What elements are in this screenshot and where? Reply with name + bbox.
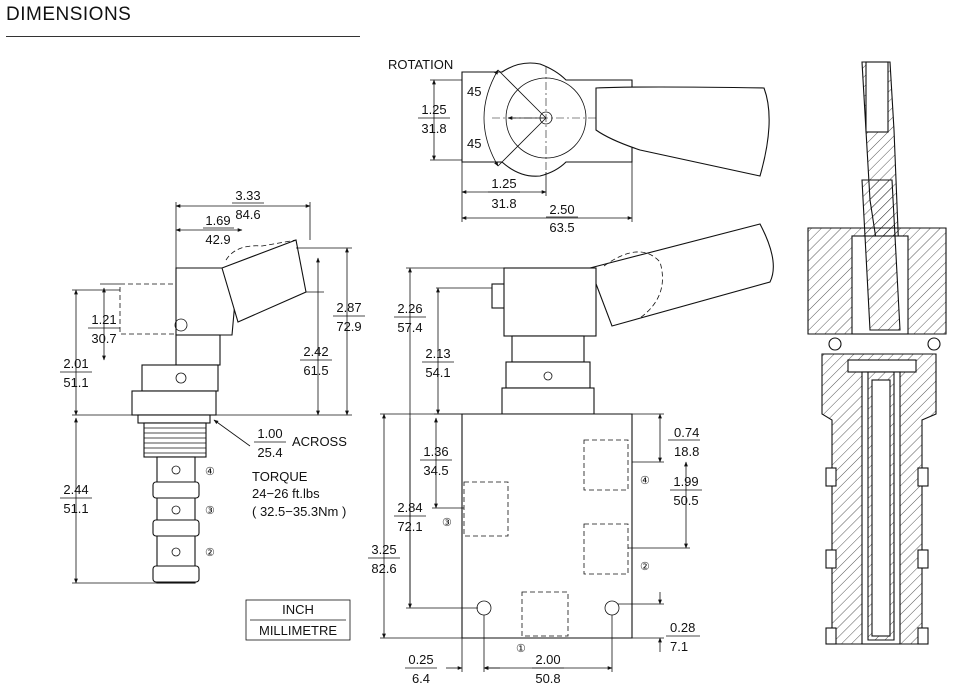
angle-upper: 45 [467, 84, 481, 99]
dim-front-port-span-mm: 50.5 [673, 493, 698, 508]
dim-height-total-inch: 2.87 [336, 300, 361, 315]
dim-front-top-mm: 57.4 [397, 320, 422, 335]
front-block [461, 413, 633, 639]
dim-front-holes-mm: 50.8 [535, 671, 560, 686]
rotation-label: ROTATION [388, 57, 453, 72]
front-view: ③ ④ ② ① 2.26 57.4 2.13 54.1 1.36 34.5 2.… [368, 223, 774, 686]
legend-inch: INCH [282, 602, 314, 617]
dim-front-port4-mm: 18.8 [674, 444, 699, 459]
o-ring-3 [152, 519, 200, 537]
dim-top-center-mm: 31.8 [491, 196, 516, 211]
dim-height-handle-mm: 61.5 [303, 363, 328, 378]
side-port-4: ④ [205, 466, 215, 478]
dim-front-top-inch: 2.26 [397, 301, 422, 316]
pin [174, 318, 188, 332]
dim-overall-width-inch: 3.33 [235, 188, 260, 203]
dim-cartridge-length-inch: 2.44 [63, 482, 88, 497]
dim-top-height-inch: 1.25 [421, 102, 446, 117]
side-view: 3.33 84.6 1.69 42.9 2.87 72.9 2.42 61.5 … [60, 188, 365, 584]
dim-front-bottom-inch: 0.28 [670, 620, 695, 635]
dim-front-block-mm: 82.6 [371, 561, 396, 576]
dim-front-valve-inch: 2.13 [425, 346, 450, 361]
dim-handle-rise-inch: 1.21 [91, 312, 116, 327]
top-view: ROTATION 45 45 1.25 31.8 1.25 31.8 2.50 … [388, 57, 770, 235]
dim-front-port-center-inch: 2.84 [397, 500, 422, 515]
hex-body [131, 390, 217, 416]
dim-top-height-mm: 31.8 [421, 121, 446, 136]
torque-value: 24−26 ft.lbs [252, 486, 320, 501]
dim-front-edge-mm: 6.4 [412, 671, 430, 686]
dim-overall-width-mm: 84.6 [235, 207, 260, 222]
section-view [807, 61, 947, 645]
section-stem-bore [865, 61, 889, 133]
dim-front-edge-inch: 0.25 [408, 652, 433, 667]
dim-front-port3-mm: 34.5 [423, 463, 448, 478]
front-handle-alt [603, 251, 663, 319]
torque-metric: ( 32.5−35.3Nm ) [252, 504, 346, 519]
hex-shoulder [137, 414, 211, 424]
dim-front-bottom-mm: 7.1 [670, 639, 688, 654]
handle-head [175, 267, 237, 336]
front-collar [511, 335, 585, 363]
legend-mm: MILLIMETRE [259, 623, 337, 638]
front-nut [505, 361, 591, 389]
o-ring-2 [152, 565, 200, 583]
front-port-1: ① [516, 643, 526, 655]
dim-cartridge-length-mm: 51.1 [63, 501, 88, 516]
nut-pin [175, 372, 187, 384]
dim-hex-mm: 25.4 [257, 445, 282, 460]
front-handle [589, 223, 774, 327]
dim-handle-offset-inch: 1.69 [205, 213, 230, 228]
section-spool-core [871, 379, 891, 637]
hex-across-label: ACROSS [292, 434, 347, 449]
angle-lower: 45 [467, 136, 481, 151]
nut [141, 364, 219, 392]
page-title: DIMENSIONS [6, 4, 132, 25]
dim-front-block-inch: 3.25 [371, 542, 396, 557]
front-port-3: ③ [442, 517, 452, 529]
dim-top-width-inch: 2.50 [549, 202, 574, 217]
dim-front-valve-mm: 54.1 [425, 365, 450, 380]
dim-body-height-inch: 2.01 [63, 356, 88, 371]
dim-height-total-mm: 72.9 [336, 319, 361, 334]
thread-lines [144, 427, 206, 454]
front-port-2: ② [640, 561, 650, 573]
side-port-3: ③ [205, 505, 215, 517]
top-handle [595, 86, 770, 177]
torque-title: TORQUE [252, 469, 308, 484]
dim-top-width-mm: 63.5 [549, 220, 574, 235]
front-hex [501, 387, 595, 415]
section-grooves [825, 467, 929, 645]
dim-front-port-center-mm: 72.1 [397, 519, 422, 534]
dim-hex-inch: 1.00 [257, 426, 282, 441]
section-seal [847, 359, 917, 373]
side-port-2: ② [205, 547, 215, 559]
handle-alt-arc [225, 239, 297, 261]
collar [175, 334, 221, 366]
handle-lever [221, 239, 307, 323]
dim-front-holes-inch: 2.00 [535, 652, 560, 667]
units-legend: INCH MILLIMETRE [245, 599, 351, 641]
dim-top-center-inch: 1.25 [491, 176, 516, 191]
dim-body-height-mm: 51.1 [63, 375, 88, 390]
section-stem-lower [861, 179, 901, 331]
front-head [503, 267, 597, 337]
front-ports [463, 439, 629, 637]
dim-front-port-span-inch: 1.99 [673, 474, 698, 489]
dim-front-port3-inch: 1.36 [423, 444, 448, 459]
o-ring-4 [152, 481, 200, 499]
dim-height-handle-inch: 2.42 [303, 344, 328, 359]
dim-handle-rise-mm: 30.7 [91, 331, 116, 346]
handle-alt-position [119, 283, 179, 335]
front-port-4: ④ [640, 475, 650, 487]
dim-handle-offset-mm: 42.9 [205, 232, 230, 247]
title-rule [6, 36, 360, 37]
dim-front-port4-inch: 0.74 [674, 425, 699, 440]
